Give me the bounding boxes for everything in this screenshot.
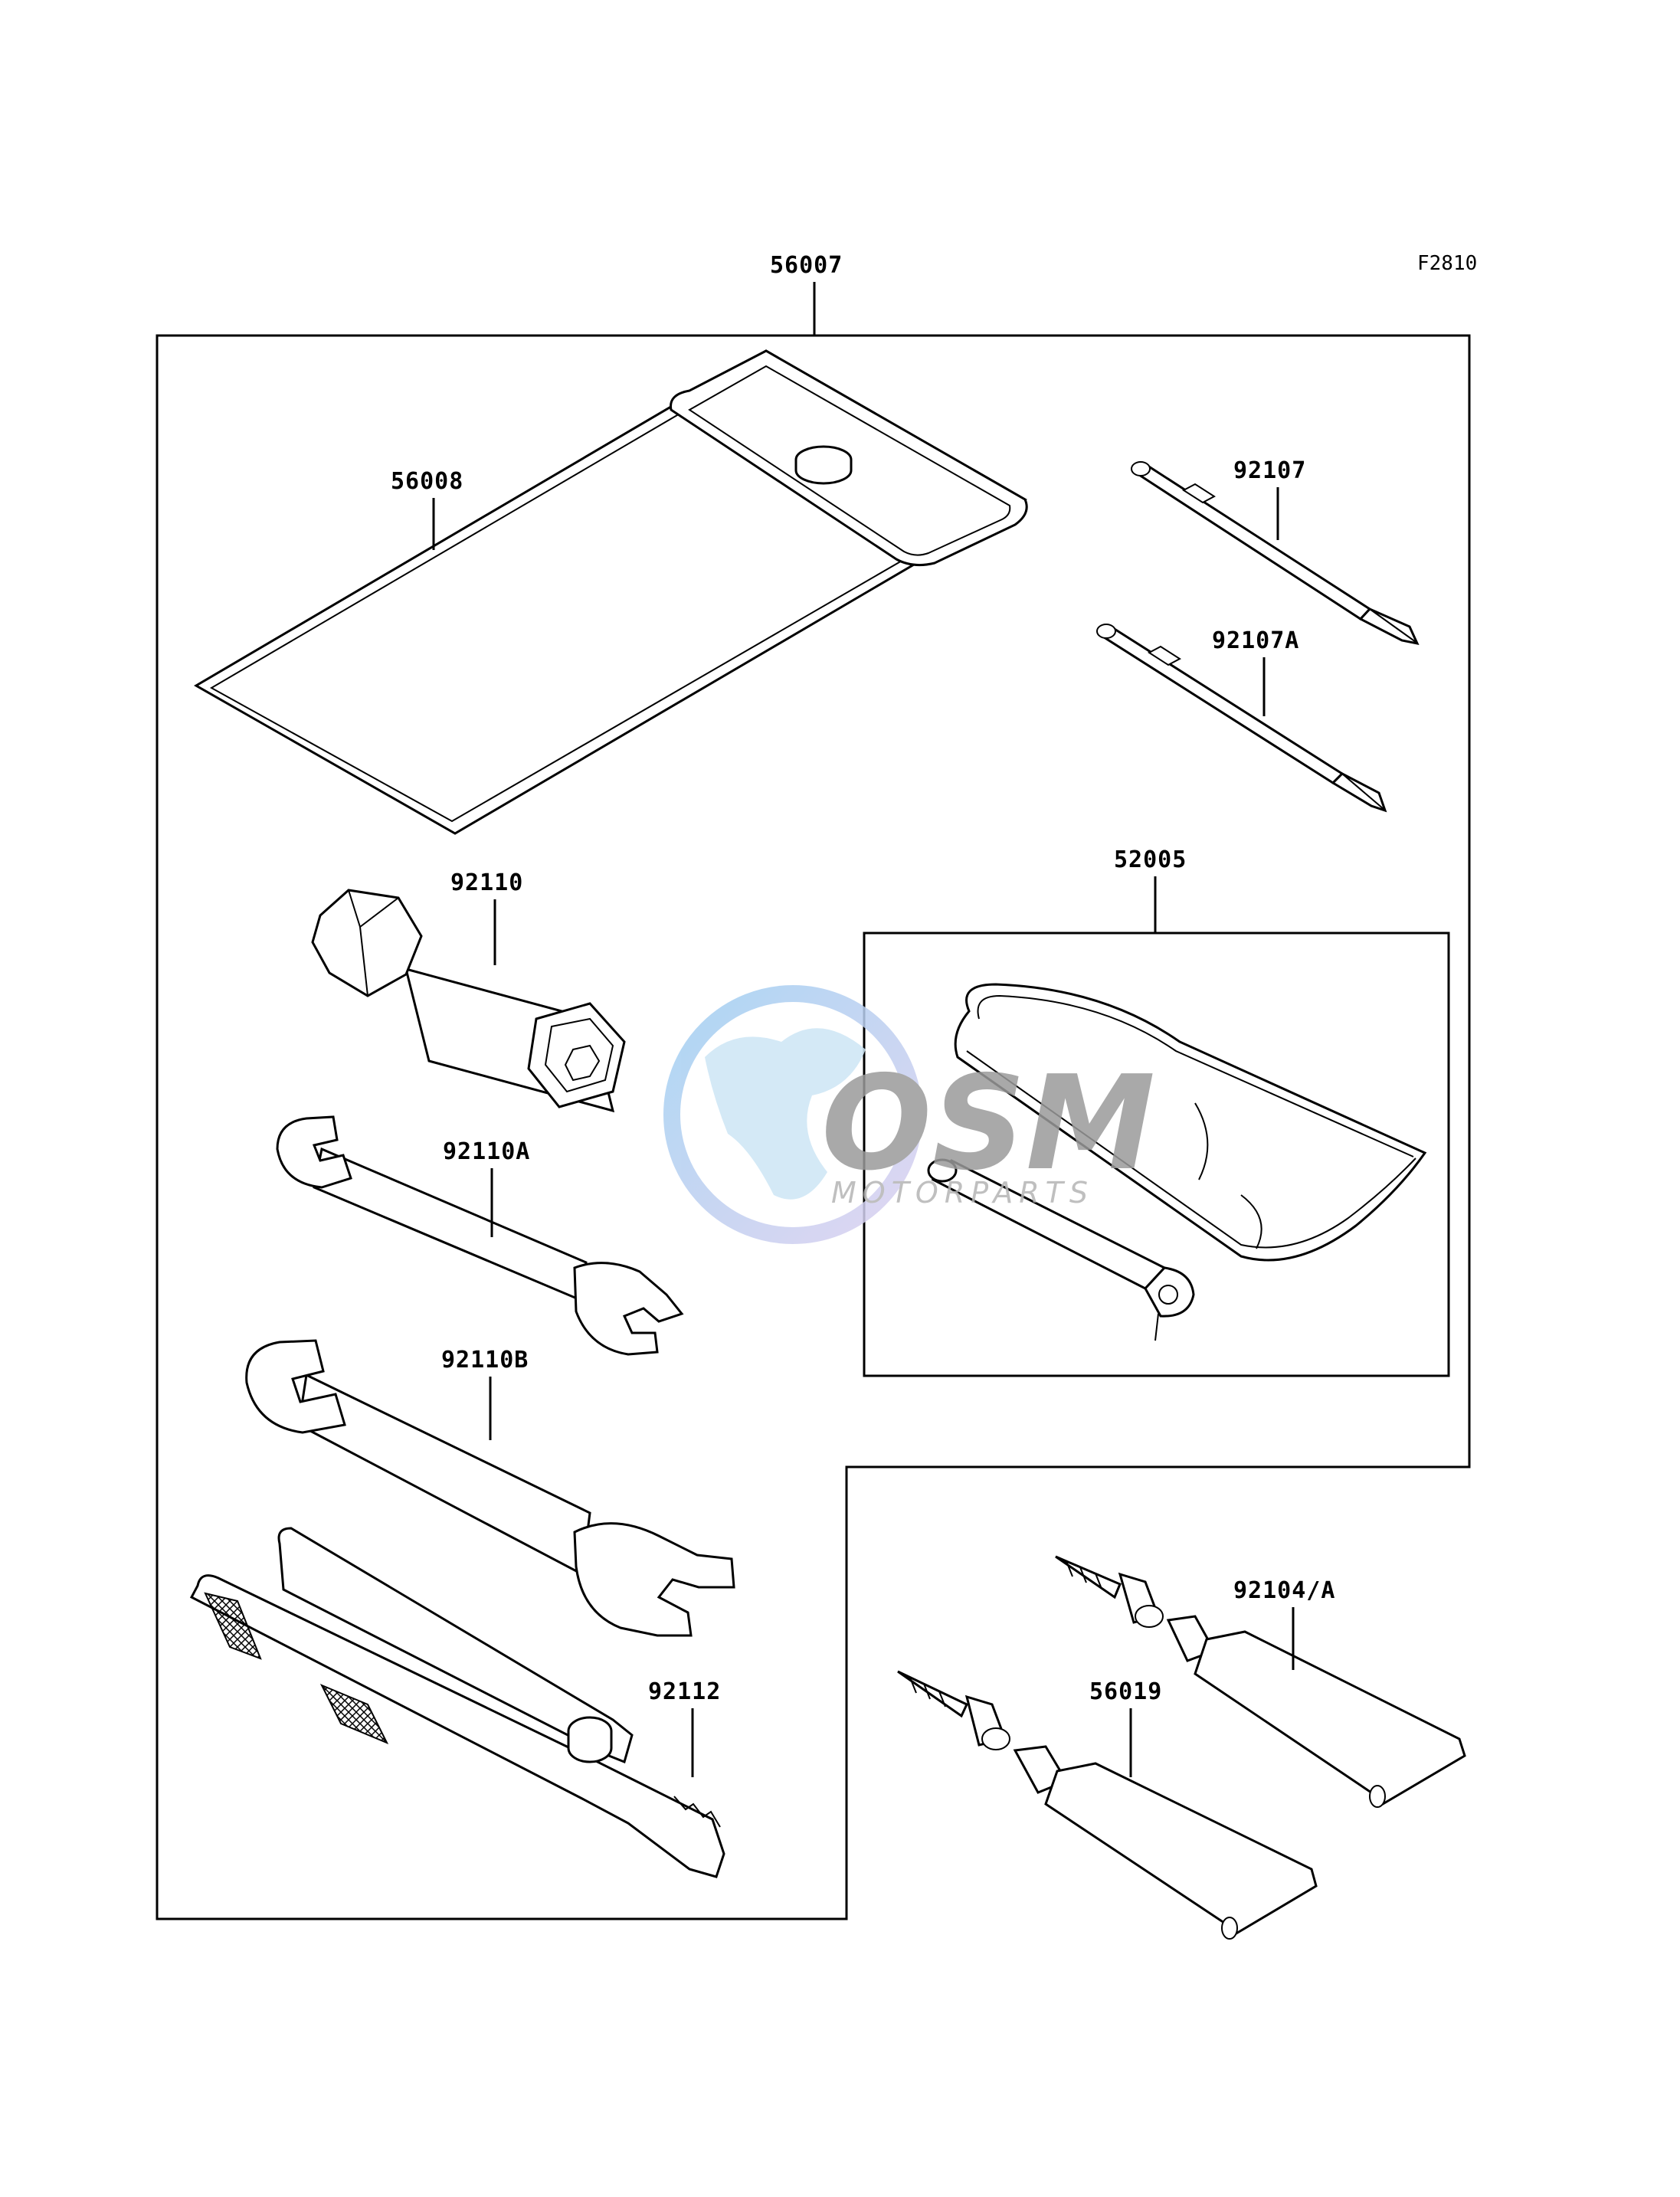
label-pouch: 56008 bbox=[391, 468, 463, 495]
tire-repair-kit-bag bbox=[954, 983, 1427, 1262]
label-tube-a: 92104/A bbox=[1233, 1577, 1335, 1604]
slip-joint-pliers bbox=[189, 1527, 725, 1878]
label-tire-repair-kit: 52005 bbox=[1114, 846, 1187, 873]
open-end-wrench-large bbox=[245, 1339, 735, 1637]
svg-text:OSM: OSM bbox=[821, 1048, 1155, 1200]
tire-repair-kit-box bbox=[863, 932, 1450, 1377]
label-wrench-small: 92110A bbox=[443, 1138, 530, 1165]
open-end-wrench-small bbox=[276, 1115, 684, 1356]
spark-plug-wrench bbox=[311, 889, 626, 1113]
label-wrench-large: 92110B bbox=[441, 1347, 529, 1374]
label-screwdriver: 92107 bbox=[1233, 457, 1306, 484]
tire-plug-tool bbox=[927, 1158, 1195, 1341]
watermark: OSM MOTORPARTS bbox=[663, 985, 1155, 1244]
figure-code: F2810 bbox=[1417, 252, 1477, 275]
screwdriver-bit-alt bbox=[1096, 624, 1387, 813]
kit-outline bbox=[156, 334, 1471, 1920]
label-tube-b: 56019 bbox=[1089, 1678, 1162, 1705]
screwdriver-bit bbox=[1131, 461, 1420, 646]
grease-tube-b bbox=[897, 1670, 1318, 1940]
label-pliers: 92112 bbox=[648, 1678, 721, 1705]
svg-text:MOTORPARTS: MOTORPARTS bbox=[831, 1176, 1094, 1210]
label-kit: 56007 bbox=[770, 252, 843, 279]
tool-pouch bbox=[194, 349, 1028, 835]
label-screwdriver-alt: 92107A bbox=[1212, 627, 1299, 654]
label-spark-plug-wrench: 92110 bbox=[450, 869, 523, 896]
grease-tube-a bbox=[1055, 1555, 1466, 1808]
watermark-logo-icon: OSM bbox=[821, 1048, 1155, 1200]
